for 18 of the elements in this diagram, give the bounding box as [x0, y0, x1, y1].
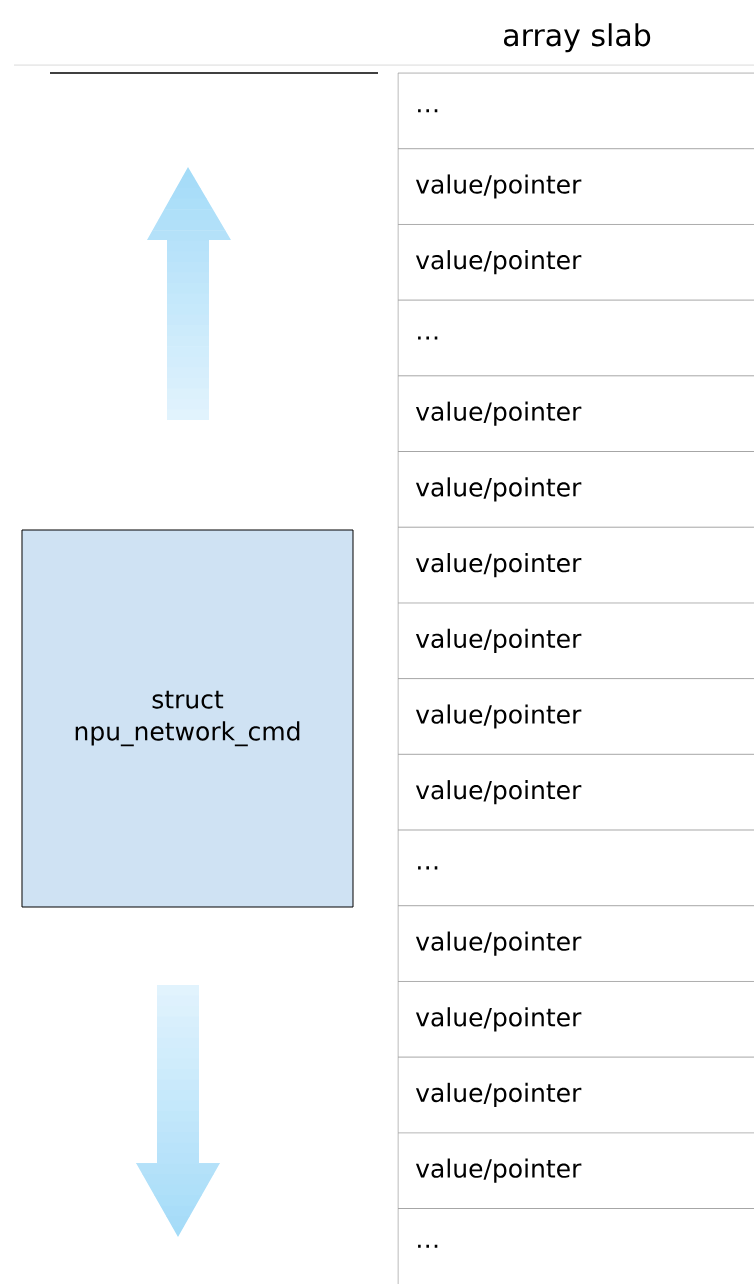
- table-cell: value/pointer: [397, 375, 754, 452]
- table-cell: value/pointer: [397, 1056, 754, 1134]
- column-title: array slab: [504, 23, 651, 53]
- table-cell: …: [397, 72, 754, 150]
- table-cell: value/pointer: [397, 1132, 754, 1209]
- table-cell: value/pointer: [397, 223, 754, 301]
- table-cell: value/pointer: [397, 678, 754, 755]
- struct-box: struct npu_network_cmd: [21, 529, 354, 908]
- table-cell: …: [397, 829, 754, 907]
- table-cell: …: [397, 299, 754, 377]
- table-cell: value/pointer: [397, 526, 754, 604]
- table-cell: value/pointer: [397, 148, 754, 225]
- table-cell: value/pointer: [397, 602, 754, 680]
- table-cell: …: [397, 1208, 754, 1284]
- table-cell: value/pointer: [397, 451, 754, 528]
- table-cell: value/pointer: [397, 980, 754, 1058]
- table-cell: value/pointer: [397, 905, 754, 982]
- table-cell: value/pointer: [397, 753, 754, 831]
